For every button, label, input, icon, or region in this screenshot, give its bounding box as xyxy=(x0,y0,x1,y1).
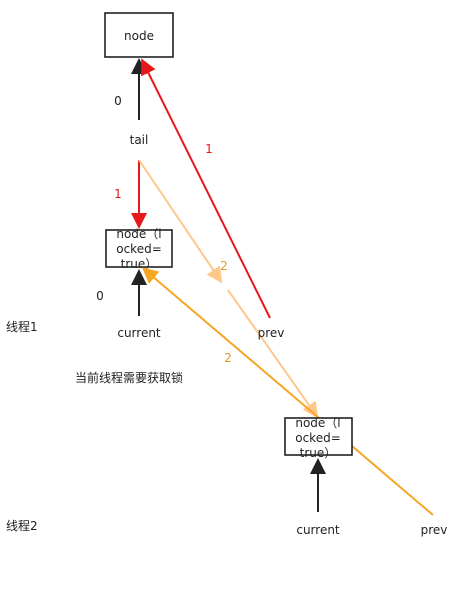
bottom-node-line-1: node（l xyxy=(295,416,340,430)
mid-node-line-2: ocked= xyxy=(116,242,162,256)
bottom-node-line-2: ocked= xyxy=(295,431,341,445)
tail-label: tail xyxy=(130,133,149,147)
thread1-label: 线程1 xyxy=(6,319,38,334)
current2-label: current xyxy=(296,523,340,537)
bottom-node-line-3: true） xyxy=(300,446,337,460)
mid-zero-label: 0 xyxy=(96,289,104,303)
acquire-lock-note: 当前线程需要获取锁 xyxy=(75,370,183,385)
mid-node-line-1: node（l xyxy=(116,227,161,241)
current1-label: current xyxy=(117,326,161,340)
prev2-label: prev xyxy=(421,523,448,537)
orange-two-mid-label: 2 xyxy=(224,351,232,365)
top-node-label: node xyxy=(124,29,154,43)
orange-two-top-label: 2 xyxy=(220,259,228,273)
top-zero-label: 0 xyxy=(114,94,122,108)
mid-node-box xyxy=(105,229,173,268)
prev1-to-top-node-red-arrow xyxy=(141,58,271,319)
top-node-box xyxy=(104,12,174,58)
prev2-to-mid-node-orange-arrow xyxy=(141,267,434,516)
red-one-right-label: 1 xyxy=(205,142,213,156)
thread2-label: 线程2 xyxy=(6,518,38,533)
prev1-to-bottom-node-peach-arrow xyxy=(227,289,319,419)
mid-node-line-3: true） xyxy=(121,257,158,271)
prev1-label: prev xyxy=(258,326,285,340)
bottom-node-box xyxy=(284,417,353,456)
red-one-left-label: 1 xyxy=(114,187,122,201)
tail-to-prev1-peach-arrow xyxy=(138,159,223,284)
